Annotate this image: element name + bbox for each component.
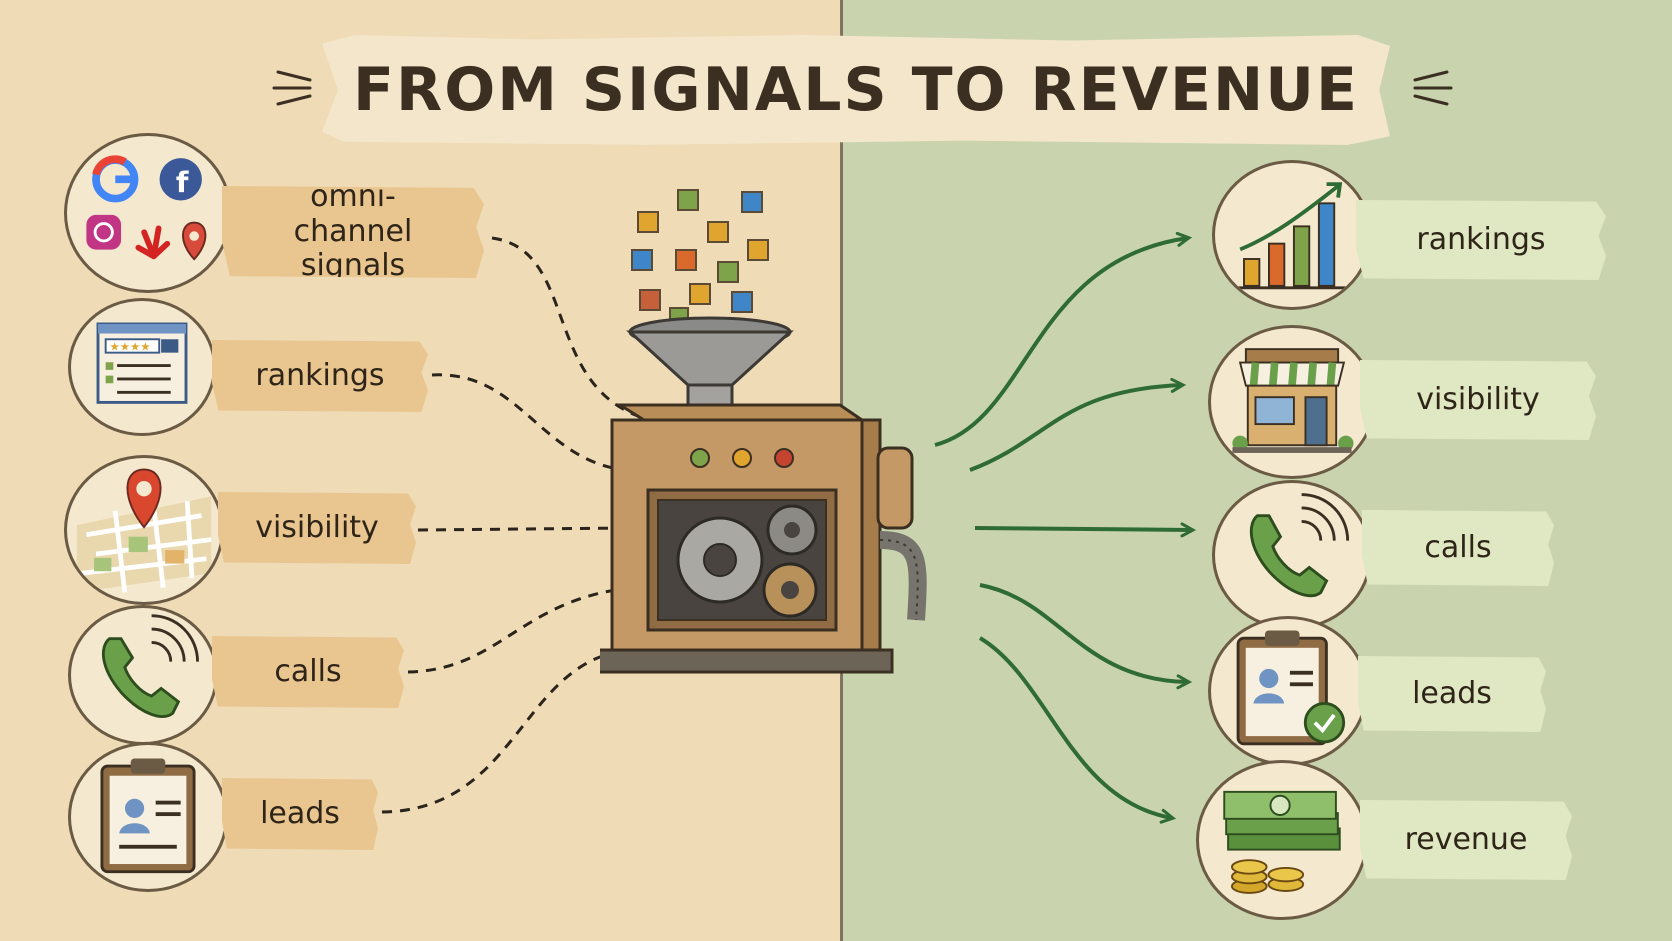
- output-arrows: [934, 238, 1192, 818]
- input-tag-3: visibility: [218, 492, 416, 564]
- input-tag-4: calls: [212, 636, 404, 708]
- input-arrow-4: [407, 588, 630, 674]
- input-tag-2: rankings: [212, 340, 428, 412]
- output-arrow-5: [978, 636, 1172, 818]
- input-label-3: visibility: [255, 509, 379, 545]
- storefront-icon: [1232, 348, 1354, 453]
- input-arrow-2: [431, 373, 625, 470]
- input-tag-5: leads: [222, 778, 378, 850]
- phone-icon: [101, 614, 199, 718]
- output-icon-circle-5: [1196, 760, 1368, 920]
- output-tag-3: calls: [1362, 510, 1554, 586]
- social-logos-icon: f: [86, 155, 207, 261]
- input-tag-1: omni-channel signals: [222, 186, 484, 278]
- output-tag-4: leads: [1358, 656, 1546, 732]
- input-icon-circle-2: ★★★★: [68, 298, 216, 436]
- output-tag-5: revenue: [1360, 800, 1572, 880]
- input-arrow-1: [491, 236, 650, 420]
- output-label-2: visibility: [1416, 381, 1540, 417]
- input-label-1: omni-channel signals: [293, 179, 413, 284]
- input-label-2: rankings: [255, 357, 385, 393]
- output-label-1: rankings: [1416, 221, 1546, 257]
- output-icon-circle-1: [1212, 160, 1372, 310]
- machine-body: [600, 403, 927, 674]
- input-arrow-5: [381, 650, 630, 814]
- title-banner: FROM SIGNALS TO REVENUE: [322, 35, 1390, 145]
- input-icon-circle-5: [68, 742, 228, 892]
- output-icon-circle-2: [1208, 325, 1376, 479]
- page-title: FROM SIGNALS TO REVENUE: [353, 55, 1359, 125]
- processing-machine: [600, 189, 927, 674]
- funnel: [626, 316, 794, 409]
- title-right-sparkle-icon: [1413, 70, 1453, 106]
- input-label-4: calls: [274, 653, 342, 689]
- input-icon-circle-3: [64, 455, 224, 605]
- map-pin-icon: [76, 468, 212, 593]
- output-arrow-2: [969, 385, 1182, 472]
- output-label-5: revenue: [1404, 821, 1528, 857]
- svg-text:★★★★: ★★★★: [109, 340, 150, 354]
- output-icon-circle-3: [1212, 480, 1372, 630]
- clipboard-contact-icon: [100, 758, 196, 874]
- input-arrows: [381, 236, 650, 814]
- input-icon-circle-4: [68, 605, 218, 745]
- falling-signal-squares: [631, 189, 769, 339]
- clipboard-check-icon: [1236, 630, 1346, 746]
- output-label-3: calls: [1424, 529, 1492, 565]
- output-arrow-1: [934, 238, 1188, 447]
- output-icon-circle-4: [1208, 616, 1368, 766]
- input-icon-circle-1: f: [64, 133, 232, 293]
- output-tag-1: rankings: [1356, 200, 1606, 280]
- output-label-4: leads: [1412, 675, 1492, 711]
- output-arrow-3: [974, 528, 1192, 530]
- search-results-icon: ★★★★: [96, 322, 188, 404]
- svg-text:f: f: [176, 165, 189, 199]
- bar-chart-up-icon: [1236, 182, 1348, 290]
- title-left-sparkle-icon: [272, 70, 312, 106]
- output-tag-2: visibility: [1360, 360, 1596, 440]
- input-label-5: leads: [260, 795, 340, 831]
- phone-icon: [1249, 493, 1350, 597]
- input-arrow-3: [417, 528, 630, 530]
- money-stack-icon: [1223, 790, 1341, 894]
- output-arrow-4: [979, 583, 1188, 682]
